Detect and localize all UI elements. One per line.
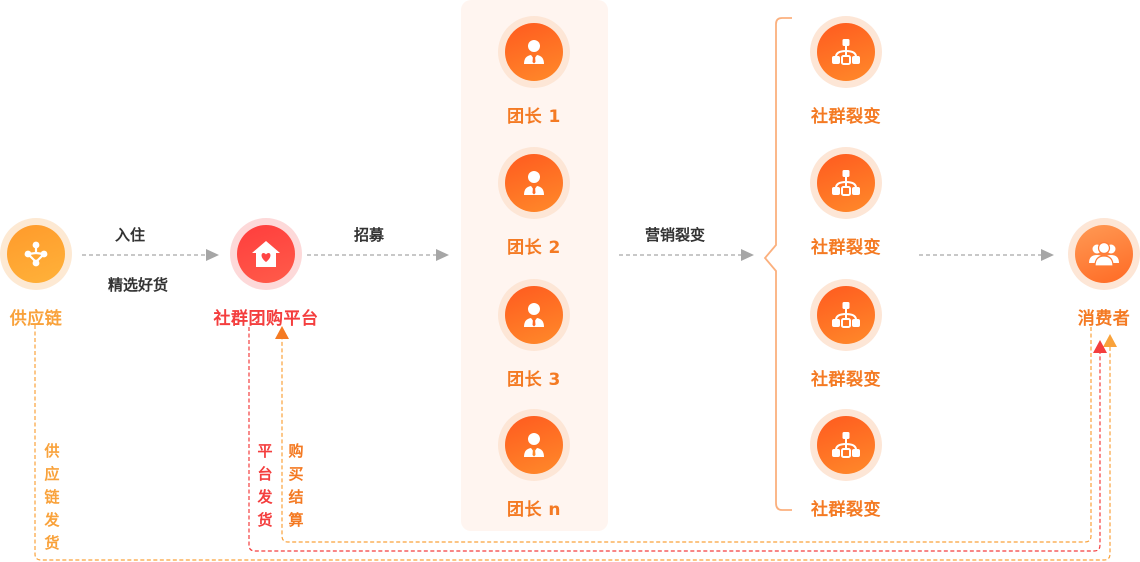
arrowhead-platform-shipping [1093, 340, 1107, 353]
leader-node[interactable]: 团长 2 [464, 147, 604, 258]
leader-node[interactable]: 团长 1 [464, 16, 604, 127]
supply-chain-halo [0, 218, 72, 290]
edge-label-settle-in: 入住 [115, 226, 146, 244]
leader-node[interactable]: 团长 3 [464, 279, 604, 390]
leader-halo [498, 147, 570, 219]
loop-purchase-settlement [281, 327, 1092, 543]
hierarchy-icon [817, 286, 875, 344]
loop-platform-shipping [248, 327, 1101, 552]
fission-bracket [763, 17, 792, 511]
house-heart-icon [237, 225, 295, 283]
fission-node[interactable]: 社群裂变 [776, 16, 916, 127]
arrowhead-supply-to-platform [206, 249, 219, 261]
fission-halo [810, 16, 882, 88]
edge-label-recruit: 招募 [354, 226, 385, 244]
leader-label: 团长 2 [507, 238, 561, 258]
arrowhead-fission-to-consumer [1041, 249, 1054, 261]
fission-label: 社群裂变 [811, 107, 881, 127]
supply-chain-label: 供应链 [9, 309, 63, 329]
hierarchy-icon [817, 23, 875, 81]
fission-halo [810, 409, 882, 481]
hierarchy-icon [817, 154, 875, 212]
loop-supply-shipping [34, 325, 1111, 561]
node-supply-chain[interactable]: 供应链 [0, 218, 106, 329]
arrowhead-platform-to-leaders [436, 249, 449, 261]
fission-halo [810, 279, 882, 351]
platform-halo [230, 218, 302, 290]
label-purchase-settlement: 购买结算 [288, 442, 304, 529]
fission-label: 社群裂变 [811, 238, 881, 258]
users-group-icon [1075, 225, 1133, 283]
fission-label: 社群裂变 [811, 500, 881, 520]
edge-label-marketing-fission: 营销裂变 [645, 226, 706, 244]
label-platform-shipping: 平台发货 [257, 442, 273, 529]
node-platform[interactable]: 社群团购平台 [196, 218, 336, 329]
arrowhead-purchase-settlement [275, 326, 289, 339]
platform-label: 社群团购平台 [213, 309, 319, 329]
hierarchy-icon [817, 416, 875, 474]
person-tie-icon [505, 416, 563, 474]
arrowhead-supply-shipping [1103, 334, 1117, 347]
network-nodes-icon [7, 225, 65, 283]
leader-halo [498, 279, 570, 351]
fission-label: 社群裂变 [811, 370, 881, 390]
consumer-halo [1068, 218, 1140, 290]
fission-node[interactable]: 社群裂变 [776, 279, 916, 390]
leader-label: 团长 1 [507, 107, 561, 127]
person-tie-icon [505, 286, 563, 344]
node-consumer[interactable]: 消费者 [1034, 218, 1140, 329]
leader-node[interactable]: 团长 n [464, 409, 604, 520]
person-tie-icon [505, 154, 563, 212]
fission-halo [810, 147, 882, 219]
leader-label: 团长 n [506, 500, 562, 520]
leader-halo [498, 16, 570, 88]
edge-label-selected-goods: 精选好货 [108, 276, 169, 294]
person-tie-icon [505, 23, 563, 81]
leader-halo [498, 409, 570, 481]
fission-node[interactable]: 社群裂变 [776, 147, 916, 258]
leader-label: 团长 3 [507, 370, 561, 390]
consumer-label: 消费者 [1077, 309, 1131, 329]
fission-node[interactable]: 社群裂变 [776, 409, 916, 520]
arrowhead-leaders-to-fission [741, 249, 754, 261]
label-supply-shipping: 供应链发货 [44, 442, 60, 552]
